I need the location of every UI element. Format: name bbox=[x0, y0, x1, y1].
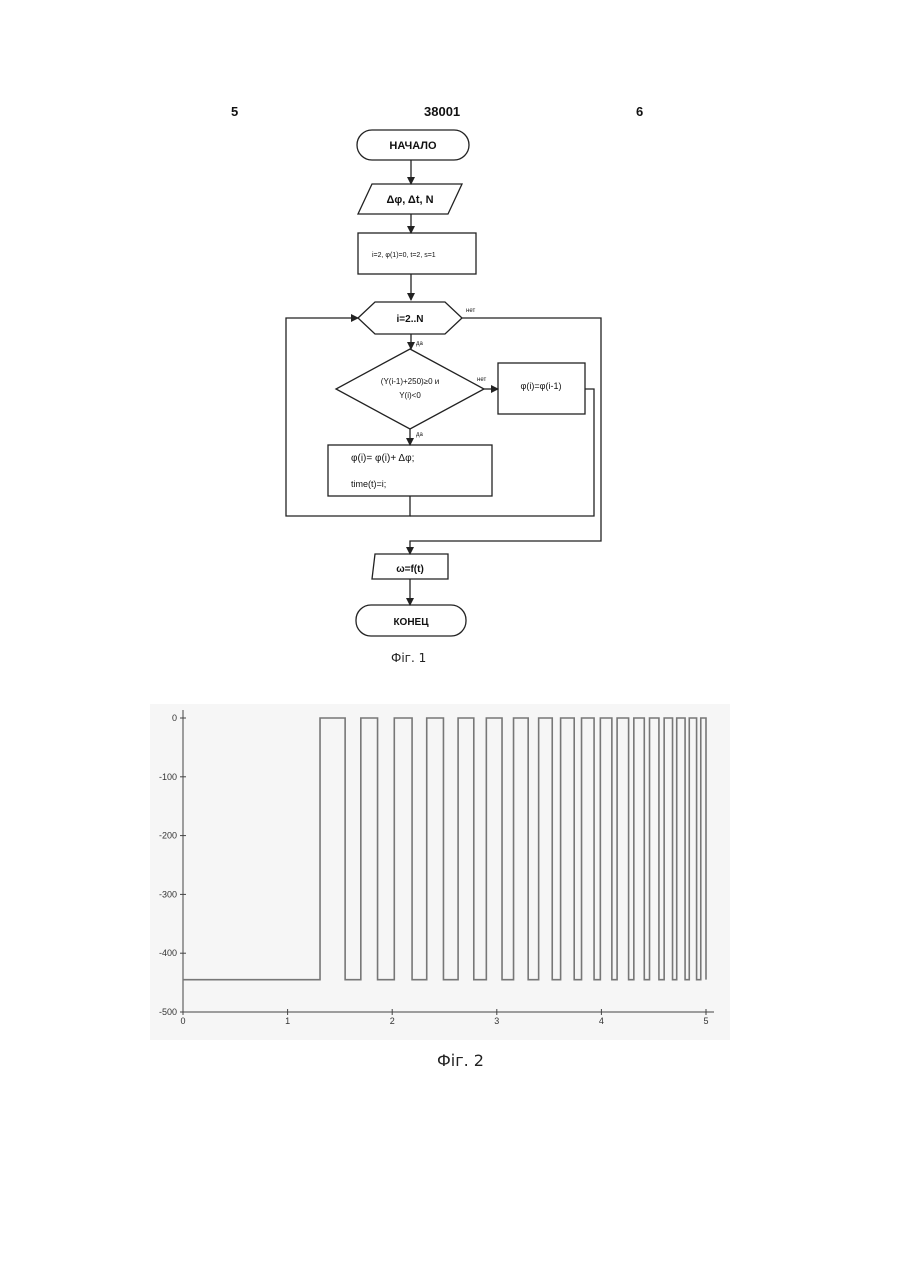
x-tick-label: 0 bbox=[180, 1016, 185, 1026]
condition-line-1: (Y(i-1)+250)≥0 и bbox=[381, 377, 439, 386]
loop-no-label: нет bbox=[466, 308, 475, 314]
chart-background bbox=[150, 704, 730, 1040]
else-label: φ(i)=φ(i-1) bbox=[521, 381, 562, 391]
x-tick-label: 3 bbox=[494, 1016, 499, 1026]
condition-line-2: Y(i)<0 bbox=[399, 391, 421, 400]
signal-series-line bbox=[183, 718, 706, 980]
y-tick-label: -300 bbox=[159, 889, 177, 899]
figure-1-caption: Фіг. 1 bbox=[391, 651, 426, 665]
y-tick-label: -100 bbox=[159, 772, 177, 782]
input-label: Δφ, Δt, N bbox=[386, 194, 433, 206]
x-tick-label: 2 bbox=[390, 1016, 395, 1026]
then-line-2: time(t)=i; bbox=[351, 479, 386, 489]
condition-no-label: нет bbox=[477, 377, 486, 383]
end-label: КОНЕЦ bbox=[393, 617, 429, 628]
then-line-1: φ(i)= φ(i)+ Δφ; bbox=[351, 453, 414, 464]
loop-label: i=2..N bbox=[397, 314, 424, 325]
flowchart: НАЧАЛО Δφ, Δt, N i=2, φ(1)=0, t=2, s=1 i… bbox=[0, 0, 901, 680]
y-tick-label: 0 bbox=[172, 713, 177, 723]
y-tick-label: -500 bbox=[159, 1007, 177, 1017]
x-tick-label: 1 bbox=[285, 1016, 290, 1026]
output-label: ω=f(t) bbox=[396, 564, 424, 575]
x-tick-label: 5 bbox=[703, 1016, 708, 1026]
figure-2-caption: Фіг. 2 bbox=[437, 1051, 484, 1070]
condition-yes-label: да bbox=[416, 432, 424, 438]
condition-diamond bbox=[336, 349, 484, 429]
start-label: НАЧАЛО bbox=[389, 140, 437, 152]
loop-yes-label: да bbox=[416, 341, 424, 347]
y-tick-label: -200 bbox=[159, 831, 177, 841]
init-label: i=2, φ(1)=0, t=2, s=1 bbox=[372, 252, 436, 259]
x-tick-label: 4 bbox=[599, 1016, 604, 1026]
y-tick-label: -400 bbox=[159, 948, 177, 958]
